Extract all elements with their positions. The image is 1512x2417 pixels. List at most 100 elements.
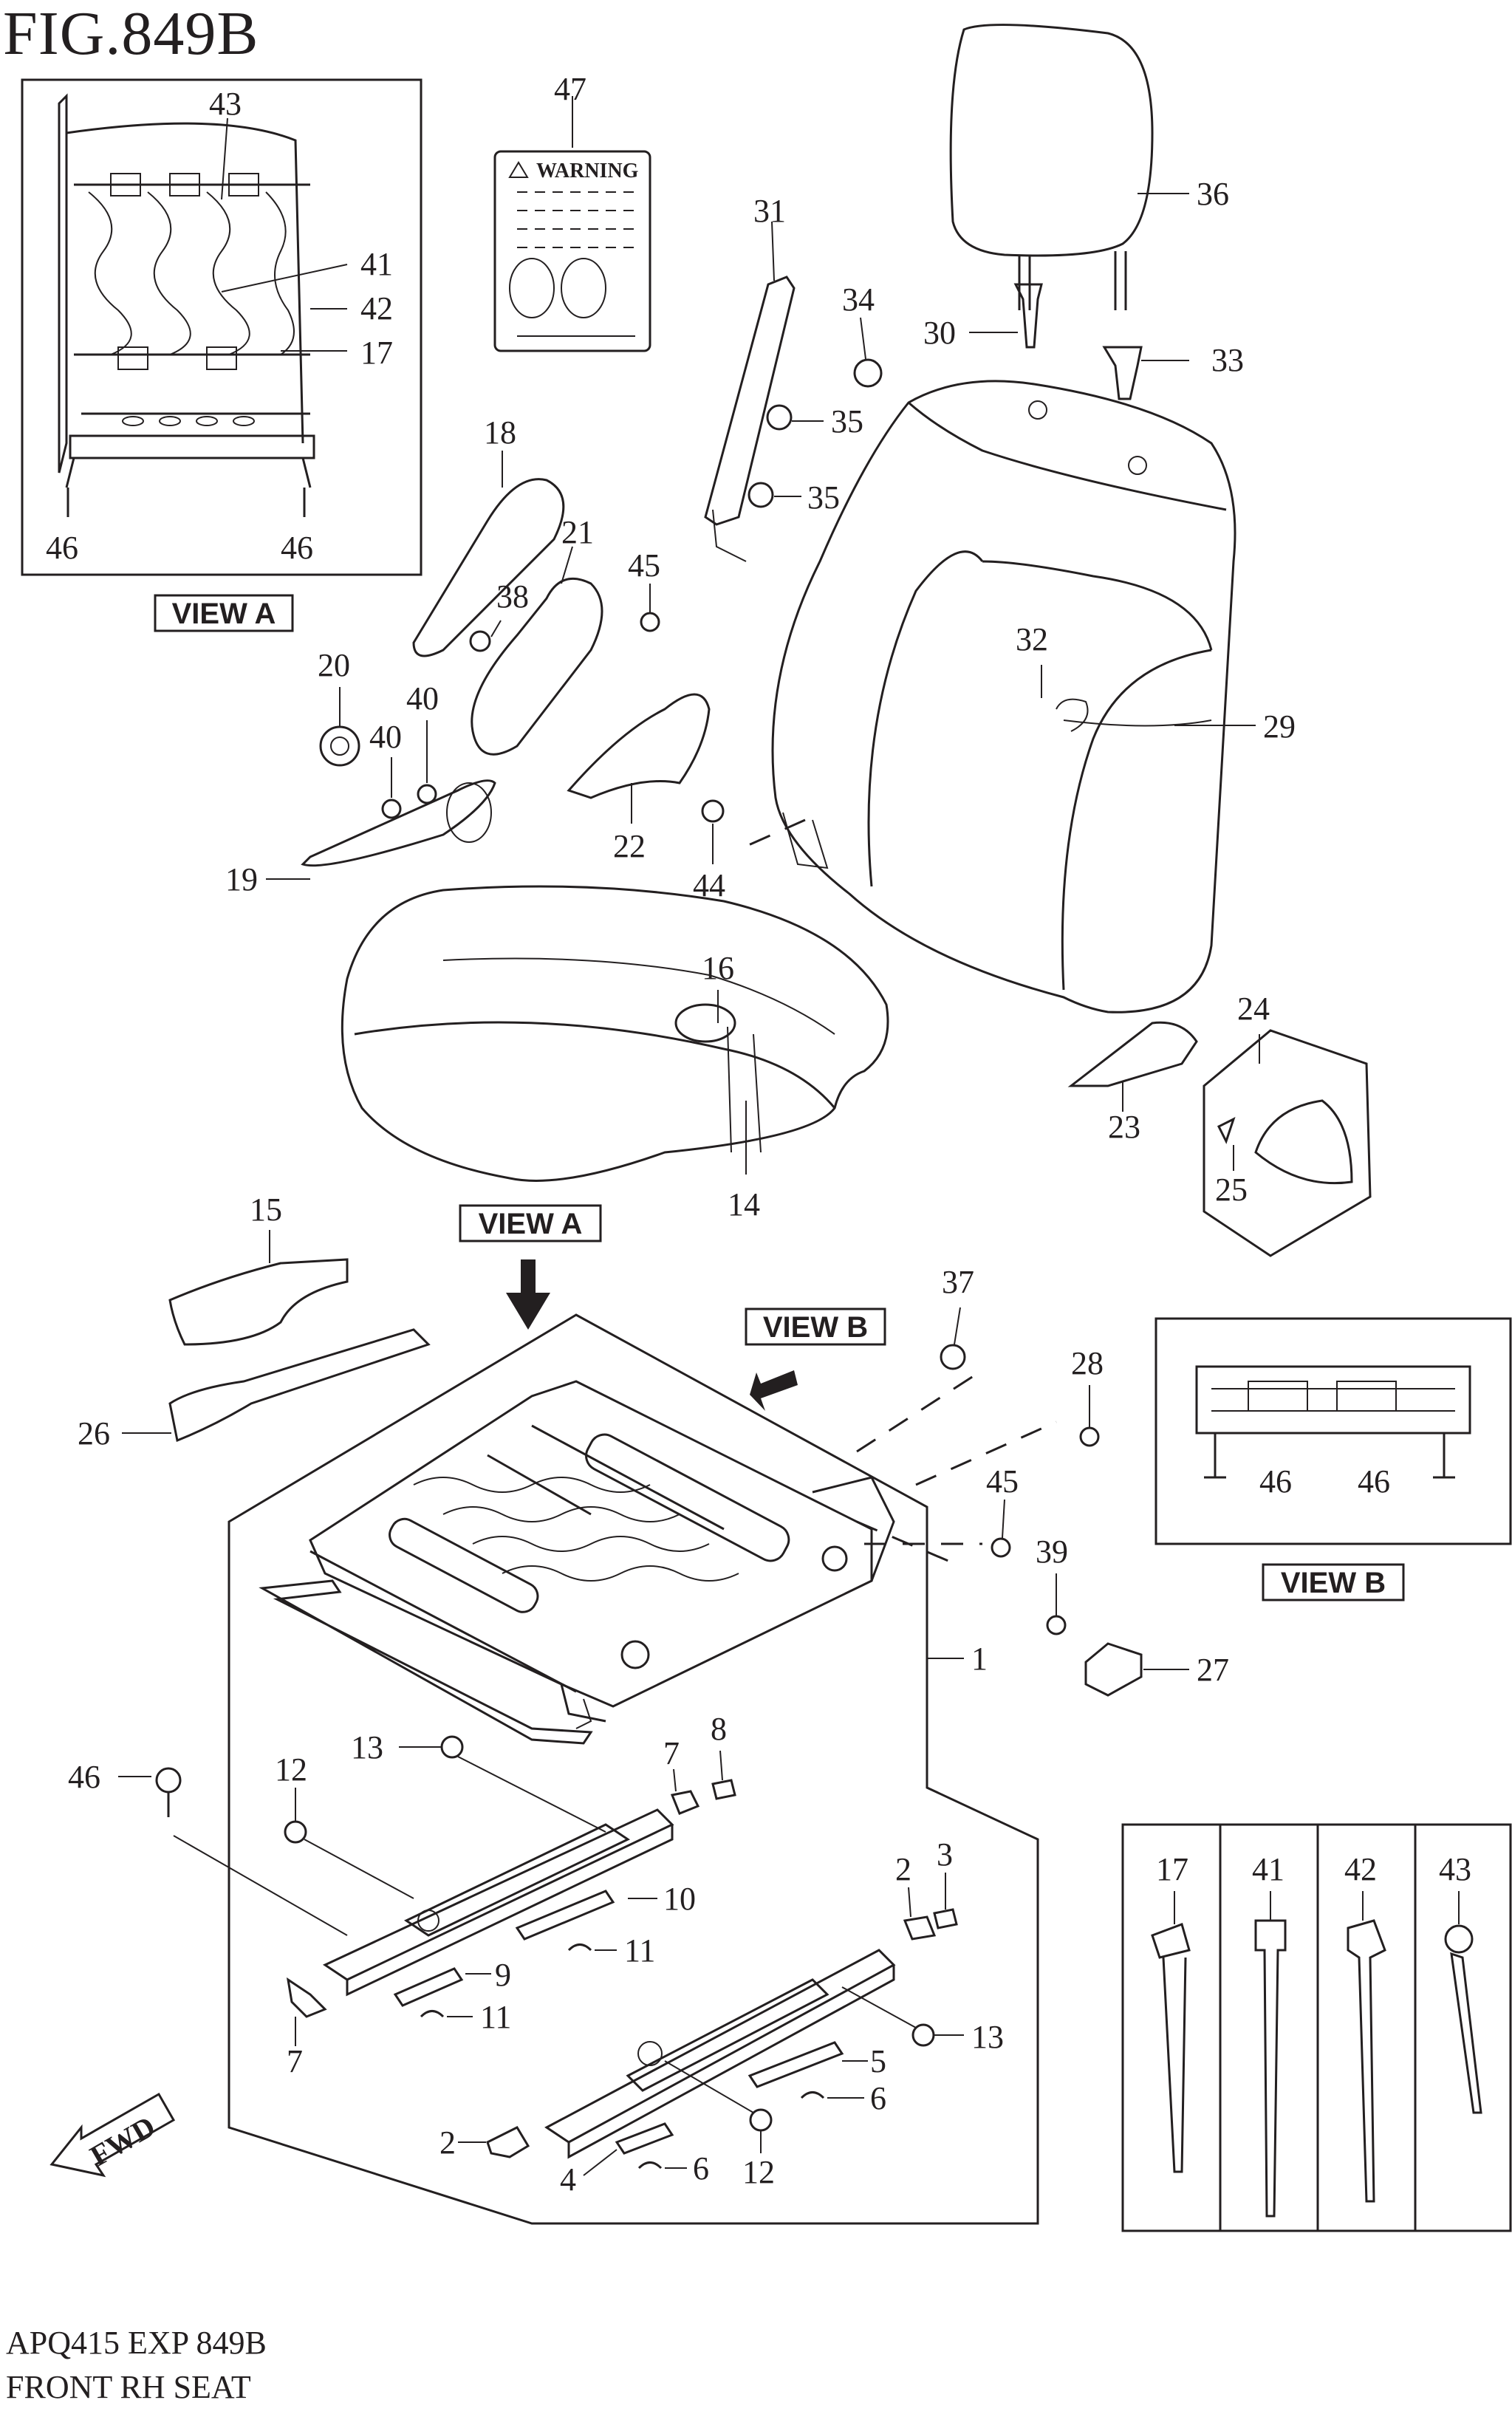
callout-35-lower: 35 xyxy=(807,479,840,516)
callout-37: 37 xyxy=(942,1264,974,1300)
warning-label-text: WARNING xyxy=(536,160,639,182)
callout-26: 26 xyxy=(78,1415,110,1452)
cover-26-shape xyxy=(168,1328,431,1443)
clip-2-lower xyxy=(486,2126,530,2158)
callout-24: 24 xyxy=(1237,991,1270,1027)
screw-45-upper xyxy=(640,612,660,632)
callout-46-view-a-right: 46 xyxy=(281,530,313,566)
callout-28: 28 xyxy=(1071,1345,1104,1381)
nut-35-upper xyxy=(766,404,793,431)
cover-19-shape xyxy=(301,779,496,867)
clip-11-upper xyxy=(567,1943,592,1952)
figure-title: FIG.849B xyxy=(3,0,259,68)
fwd-arrow xyxy=(49,2092,176,2178)
view-b-label-box xyxy=(745,1307,886,1346)
cover-24-box xyxy=(1203,1029,1372,1257)
clip-7-upper xyxy=(670,1790,700,1815)
bolt-13-upper xyxy=(440,1735,464,1759)
callout-6-lower: 6 xyxy=(693,2150,709,2187)
screw-38 xyxy=(469,630,491,652)
callout-27: 27 xyxy=(1197,1652,1229,1688)
callout-46-view-a-left: 46 xyxy=(46,530,78,566)
callout-15: 15 xyxy=(250,1192,282,1228)
cover-21-shape xyxy=(471,577,603,756)
back-trim-31-shape xyxy=(704,276,796,526)
callout-42-table: 42 xyxy=(1344,1851,1377,1887)
callout-12-lower: 12 xyxy=(742,2154,775,2190)
callout-35-upper: 35 xyxy=(831,403,863,440)
guide-30-shape xyxy=(1013,283,1043,349)
callout-13-lower: 13 xyxy=(971,2019,1004,2055)
screw-40-lower xyxy=(381,799,402,819)
view-b-label-inset: VIEW B xyxy=(1281,1567,1386,1599)
view-a-label-box-mid xyxy=(459,1204,602,1242)
bolt-44 xyxy=(701,799,725,823)
callout-45-upper: 45 xyxy=(628,547,660,584)
callout-3: 3 xyxy=(937,1836,953,1873)
clip-3 xyxy=(933,1908,958,1929)
callout-47: 47 xyxy=(554,71,586,107)
callout-2-lower: 2 xyxy=(439,2124,456,2161)
callout-42-view-a: 42 xyxy=(360,290,393,327)
clip-34-shape xyxy=(853,358,883,388)
callout-7-lower: 7 xyxy=(287,2043,303,2079)
callout-19: 19 xyxy=(225,861,258,898)
callout-11-upper: 11 xyxy=(624,1932,655,1969)
callout-2-upper: 2 xyxy=(895,1851,911,1887)
seat-frame xyxy=(259,1380,895,1745)
view-a-label-mid: VIEW A xyxy=(479,1208,583,1240)
assembly-boundary xyxy=(228,1313,1039,2225)
bracket-23-shape xyxy=(1067,1021,1198,1087)
view-b-inset xyxy=(1154,1317,1512,1545)
nut-37 xyxy=(940,1344,966,1370)
callout-29: 29 xyxy=(1263,708,1296,745)
screw-40-upper xyxy=(417,784,437,804)
callout-41-table: 41 xyxy=(1252,1851,1284,1887)
cover-15-shape xyxy=(168,1258,349,1346)
callout-7-upper: 7 xyxy=(663,1735,680,1771)
callout-6-upper: 6 xyxy=(870,2080,886,2116)
footer-code: APQ415 EXP 849B xyxy=(6,2325,267,2361)
callout-34: 34 xyxy=(842,281,875,318)
callout-18: 18 xyxy=(484,414,516,451)
view-a-arrow xyxy=(506,1259,550,1330)
headrest-part xyxy=(949,24,1189,310)
callout-21: 21 xyxy=(561,514,594,550)
callout-40-upper: 40 xyxy=(406,680,439,717)
seat-back-cushion xyxy=(738,380,1256,1013)
view-a-label: VIEW A xyxy=(172,598,276,630)
callout-16: 16 xyxy=(702,950,734,986)
clip-25-shape xyxy=(1217,1117,1236,1144)
clip-2-upper xyxy=(903,1915,937,1941)
nut-35-lower xyxy=(748,482,774,508)
callout-9: 9 xyxy=(495,1957,511,1993)
callout-46-view-b-left: 46 xyxy=(1259,1463,1292,1500)
callout-31: 31 xyxy=(753,193,786,229)
callout-4: 4 xyxy=(560,2161,576,2198)
screw-45-lower xyxy=(991,1537,1011,1558)
bolt-28 xyxy=(1079,1426,1100,1447)
view-a-label-box xyxy=(154,594,294,632)
callout-30: 30 xyxy=(923,315,956,351)
callout-39: 39 xyxy=(1036,1534,1068,1570)
callout-20: 20 xyxy=(318,647,350,683)
bracket-27-shape xyxy=(1084,1642,1143,1697)
callout-43-table: 43 xyxy=(1439,1851,1471,1887)
callout-46-view-b-right: 46 xyxy=(1358,1463,1390,1500)
callout-46-rail: 46 xyxy=(68,1759,100,1795)
seat-cushion xyxy=(341,885,889,1182)
slider-5 xyxy=(748,2041,844,2088)
screw-39 xyxy=(1046,1615,1067,1635)
cover-22-shape xyxy=(567,693,711,799)
clip-7-lower xyxy=(286,1977,327,2018)
footer-description: FRONT RH SEAT xyxy=(6,2369,251,2405)
washer-20 xyxy=(319,725,360,767)
view-b-arrow xyxy=(750,1370,798,1411)
callout-10: 10 xyxy=(663,1881,696,1917)
callout-8: 8 xyxy=(711,1711,727,1747)
bolt-12-lower xyxy=(749,2108,773,2132)
clip-11-lower xyxy=(420,2010,445,2018)
bolt-12-upper xyxy=(284,1820,307,1844)
slide-10 xyxy=(515,1890,615,1941)
callout-11-lower: 11 xyxy=(480,1999,511,2035)
